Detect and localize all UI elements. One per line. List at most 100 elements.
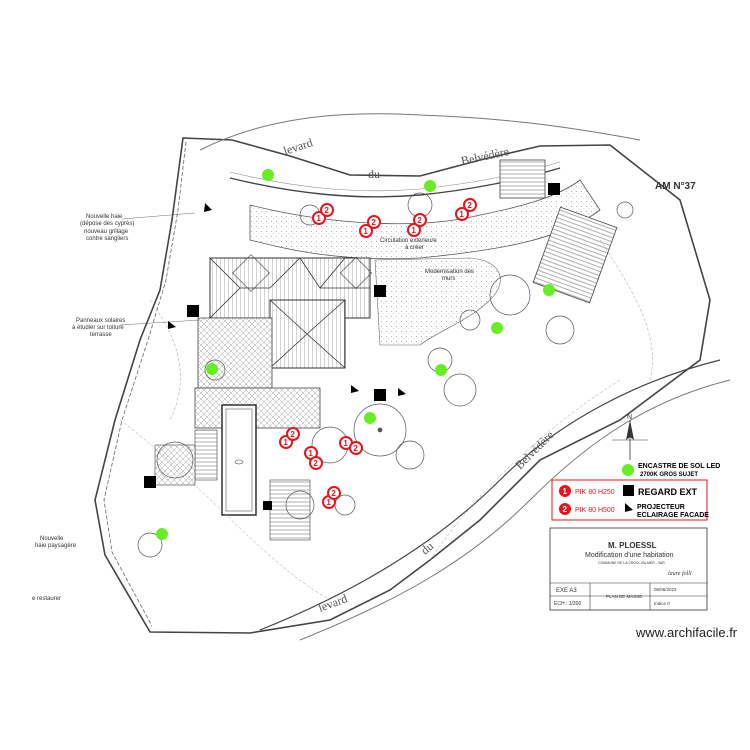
spot-badge-number: 1 bbox=[316, 214, 321, 223]
spot-badge-number: 2 bbox=[467, 201, 472, 210]
manholes bbox=[144, 183, 560, 510]
spot-badge-number: 2 bbox=[290, 430, 295, 439]
circulation-area bbox=[249, 179, 601, 260]
legend-regard-label: REGARD EXT bbox=[638, 487, 698, 497]
led-light bbox=[364, 412, 376, 424]
led-light bbox=[262, 169, 274, 181]
spot-badge-number: 2 bbox=[371, 218, 376, 227]
legend-badge-2-label: PIK 80 H500 bbox=[575, 507, 615, 514]
spot-badge-number: 2 bbox=[353, 444, 358, 453]
legend-led-sublabel: 2700K GROS SUJET bbox=[640, 472, 698, 478]
annotation-new-fence: nouveau grillage bbox=[84, 229, 129, 235]
manhole bbox=[374, 389, 386, 401]
legend-projector-sublabel: ECLAIRAGE FACADE bbox=[637, 512, 709, 519]
spot-badge-number: 1 bbox=[459, 210, 464, 219]
spot-badge-2 bbox=[349, 441, 363, 455]
terrace-lower bbox=[194, 387, 321, 429]
spot-badge-2 bbox=[413, 213, 427, 227]
spot-badge-number: 1 bbox=[308, 449, 313, 458]
projectors bbox=[168, 203, 406, 396]
spot-badge-number: 1 bbox=[411, 226, 416, 235]
house-footprint bbox=[209, 254, 372, 369]
annotation-circulation: Circulation extérieure bbox=[380, 238, 437, 244]
spot-badge-number: 1 bbox=[343, 439, 348, 448]
annotation-new-hedge-2: Nouvelle bbox=[40, 536, 64, 542]
legend-badge-2-icon bbox=[559, 503, 571, 515]
spot-badge-number: 1 bbox=[363, 227, 368, 236]
legend-projector-icon bbox=[625, 503, 633, 512]
projector bbox=[168, 321, 176, 329]
spot-badge-2 bbox=[463, 198, 477, 212]
spot-badge-1 bbox=[455, 207, 469, 221]
annotation-to-create: à créer bbox=[405, 245, 424, 251]
road-name-top-2: du bbox=[368, 167, 380, 181]
legend-badge-2-number: 2 bbox=[563, 505, 568, 514]
title-block: M. PLOESSL Modification d'une habitation… bbox=[549, 527, 708, 611]
spot-badge-2 bbox=[309, 456, 323, 470]
road-name-top-1: levard bbox=[282, 135, 315, 158]
annotation-landscape-hedge: haie paysagère bbox=[35, 543, 77, 549]
manhole bbox=[263, 501, 272, 510]
title-project: Modification d'une habitation bbox=[585, 552, 674, 559]
spot-badge-2 bbox=[320, 203, 334, 217]
watermark: www.archifacile.fr bbox=[636, 625, 738, 640]
legend-badge-1-number: 1 bbox=[563, 487, 568, 496]
plan-annotations: Nouvelle haie (dépose des cyprès) nouvea… bbox=[32, 212, 474, 602]
svg-text:N: N bbox=[627, 414, 632, 421]
led-light bbox=[491, 322, 503, 334]
led-light bbox=[424, 180, 436, 192]
title-client: M. PLOESSL bbox=[608, 541, 657, 550]
annotation-terrace: terrasse bbox=[90, 332, 112, 338]
annotation-cypress-removal: (dépose des cyprès) bbox=[80, 221, 134, 227]
garden-stairs bbox=[499, 159, 618, 304]
led-light bbox=[206, 363, 218, 375]
title-signature: laure folli bbox=[668, 570, 692, 577]
manhole bbox=[548, 183, 560, 195]
spot-badge-2 bbox=[327, 486, 341, 500]
legend-badge-1-label: PIK 80 H250 bbox=[575, 489, 615, 496]
spot-badge-1 bbox=[359, 224, 373, 238]
legend-green-dot-icon bbox=[622, 464, 634, 476]
manhole bbox=[144, 476, 156, 488]
title-commune: COMMUNE DE LA CROIX-VALMER - VAR bbox=[598, 561, 665, 565]
title-scale: ECH : 1/200 bbox=[554, 601, 581, 607]
path-steps bbox=[269, 479, 311, 541]
legend-square-icon bbox=[623, 485, 634, 496]
spot-badge-1 bbox=[407, 223, 421, 237]
title-sheet: PLAN DE MASSE bbox=[606, 594, 642, 599]
annotation-new-hedge: Nouvelle haie bbox=[86, 214, 123, 220]
north-arrow-icon: N bbox=[612, 414, 648, 460]
title-index: Indice 0 bbox=[654, 601, 670, 606]
contour-lines bbox=[119, 239, 653, 601]
annotation-modernisation: Modernisation des bbox=[425, 269, 474, 275]
legend-projector-label: PROJECTEUR bbox=[637, 504, 685, 511]
road-name-bottom-2: du bbox=[418, 539, 436, 557]
manhole bbox=[374, 285, 386, 297]
projector bbox=[351, 385, 359, 393]
legend: ENCASTRE DE SOL LED 2700K GROS SUJET 1 P… bbox=[551, 463, 720, 521]
spot-badge-number: 1 bbox=[326, 498, 331, 507]
spot-badge-number: 2 bbox=[324, 206, 329, 215]
projector bbox=[398, 388, 406, 396]
led-light bbox=[435, 364, 447, 376]
spot-badge-number: 2 bbox=[313, 459, 318, 468]
title-date: 06/06/2023 bbox=[654, 587, 677, 592]
legend-led-label: ENCASTRE DE SOL LED bbox=[638, 463, 720, 470]
spot-badge-number: 2 bbox=[331, 489, 336, 498]
manhole bbox=[187, 305, 199, 317]
annotation-solar-panels: Panneaux solaires bbox=[76, 318, 125, 324]
spot-badge-number: 1 bbox=[283, 438, 288, 447]
led-light bbox=[156, 528, 168, 540]
led-light bbox=[543, 284, 555, 296]
annotation-restore: e restaurer bbox=[32, 596, 61, 602]
spot-badge-2 bbox=[367, 215, 381, 229]
boulevard-bottom bbox=[259, 359, 731, 641]
spot-badge-1 bbox=[312, 211, 326, 225]
parcel-label: AM N°37 bbox=[655, 181, 696, 192]
annotation-walls: murs bbox=[442, 276, 455, 282]
title-format: EXE A3 bbox=[556, 588, 577, 594]
annotation-boar-fence: contre sangliers bbox=[86, 236, 128, 242]
spot-badge-number: 2 bbox=[417, 216, 422, 225]
